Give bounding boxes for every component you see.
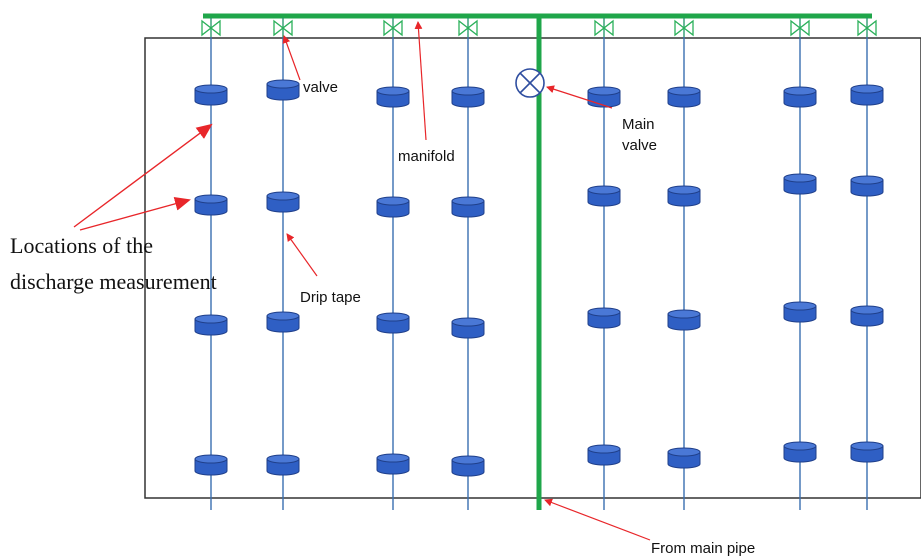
bowtie-valve-icon xyxy=(594,19,614,37)
cylinder-emitter-icon xyxy=(850,441,884,463)
manifold-label: manifold xyxy=(398,148,455,165)
cylinder-emitter-icon xyxy=(587,86,621,108)
cylinder-emitter-icon xyxy=(376,196,410,218)
cylinder-emitter-icon xyxy=(194,454,228,476)
cylinder-emitter-icon xyxy=(376,453,410,475)
cylinder-emitter-icon xyxy=(783,86,817,108)
discharge-label-line2: discharge measurement xyxy=(10,269,217,294)
cylinder-emitter-icon xyxy=(587,307,621,329)
arrow-to-lateral-valve xyxy=(282,35,301,81)
valve-label: valve xyxy=(303,79,338,96)
cylinder-emitter-icon xyxy=(194,314,228,336)
cylinder-emitter-icon xyxy=(667,185,701,207)
arrow-to-manifold xyxy=(414,21,427,141)
bowtie-valve-icon xyxy=(458,19,478,37)
cylinder-emitter-icon xyxy=(266,311,300,333)
cylinder-emitter-icon xyxy=(783,441,817,463)
cylinder-emitter-icon xyxy=(667,309,701,331)
cylinder-emitter-icon xyxy=(850,84,884,106)
cylinder-emitter-icon xyxy=(850,305,884,327)
main-valve-label-line2: valve xyxy=(622,137,657,154)
cylinder-emitter-icon xyxy=(376,86,410,108)
arrow-to-drip-tape xyxy=(286,233,318,277)
cylinder-emitter-icon xyxy=(376,312,410,334)
bowtie-valve-icon xyxy=(857,19,877,37)
cylinder-emitter-icon xyxy=(194,84,228,106)
emitters xyxy=(194,79,884,477)
arrow-to-main-pipe xyxy=(544,498,651,541)
lateral-valves xyxy=(201,19,877,37)
discharge-label-line1: Locations of the xyxy=(10,233,153,258)
bowtie-valve-icon xyxy=(273,19,293,37)
cylinder-emitter-icon xyxy=(587,185,621,207)
cylinder-emitter-icon xyxy=(783,301,817,323)
circle-x-valve-icon xyxy=(515,68,545,98)
bowtie-valve-icon xyxy=(674,19,694,37)
bowtie-valve-icon xyxy=(790,19,810,37)
cylinder-emitter-icon xyxy=(451,86,485,108)
cylinder-emitter-icon xyxy=(266,191,300,213)
field-border xyxy=(144,37,921,499)
cylinder-emitter-icon xyxy=(266,454,300,476)
arrow-to-main-valve xyxy=(546,85,613,109)
cylinder-emitter-icon xyxy=(667,86,701,108)
cylinder-emitter-icon xyxy=(451,317,485,339)
main-valve-label-line1: Main xyxy=(622,116,655,133)
cylinder-emitter-icon xyxy=(587,444,621,466)
cylinder-emitter-icon xyxy=(783,173,817,195)
from-main-pipe-label: From main pipe xyxy=(651,540,755,557)
cylinder-emitter-icon xyxy=(451,196,485,218)
cylinder-emitter-icon xyxy=(667,447,701,469)
drip-tape-label: Drip tape xyxy=(300,289,361,306)
cylinder-emitter-icon xyxy=(850,175,884,197)
cylinder-emitter-icon xyxy=(194,194,228,216)
cylinder-emitter-icon xyxy=(266,79,300,101)
arrow-discharge-upper xyxy=(73,123,213,228)
cylinder-emitter-icon xyxy=(451,455,485,477)
bowtie-valve-icon xyxy=(201,19,221,37)
bowtie-valve-icon xyxy=(383,19,403,37)
arrow-discharge-lower xyxy=(79,196,191,231)
